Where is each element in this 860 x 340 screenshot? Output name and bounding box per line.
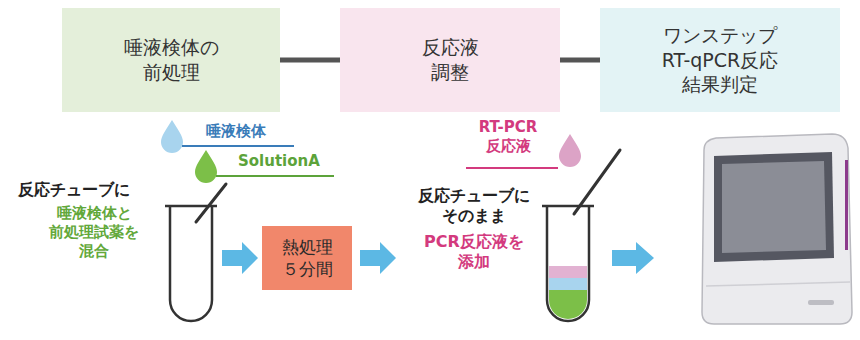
node-text: 反応液 調整 [409, 35, 491, 84]
instrument-stripe [845, 160, 848, 250]
instrument-badge [808, 300, 834, 305]
tube-lip [165, 205, 217, 208]
instrument-seam [706, 282, 850, 286]
reaction-tube [547, 206, 589, 321]
reagent-label: RT-PCR 反応液 [472, 118, 544, 156]
step-connector [280, 58, 340, 63]
instrument-screen [714, 152, 834, 262]
node-text: 熱処理 ５分間 [276, 236, 338, 280]
step-note: 反応チューブに [18, 180, 130, 200]
flow-arrow [612, 242, 654, 274]
screen-display [722, 161, 826, 253]
sample-drop [161, 120, 183, 153]
instrument-body [702, 134, 852, 324]
label-underline [466, 167, 558, 169]
tube-lip [542, 205, 594, 208]
reagent-label: SolutionA [238, 152, 320, 171]
flow-arrow [360, 242, 396, 274]
reagent-label: 唾液検体 [206, 122, 266, 141]
node-text: 唾液検体の 前処理 [115, 35, 227, 84]
reagent-drop [195, 150, 217, 183]
step-header: 唾液検体の 前処理 [62, 8, 280, 112]
pcr-layer [549, 266, 587, 278]
process-box: 熱処理 ５分間 [262, 226, 352, 290]
pcr-drop [559, 134, 581, 167]
step-note: 唾液検体と 前処理試薬を 混合 [44, 204, 144, 262]
step-connector [560, 58, 600, 63]
node-text: ワンステップ RT-qPCR反応 結果判定 [650, 23, 790, 97]
label-underline [182, 145, 294, 147]
reaction-tube [170, 206, 212, 321]
step-header: ワンステップ RT-qPCR反応 結果判定 [600, 8, 840, 112]
flow-arrow [222, 242, 258, 274]
step-note: 反応チューブに そのまま [409, 186, 539, 227]
label-underline [216, 175, 334, 177]
step-note: PCR反応液を 添加 [411, 232, 537, 273]
sample-layer [549, 278, 587, 290]
step-header: 反応液 調整 [340, 8, 560, 112]
pipette [574, 150, 620, 214]
